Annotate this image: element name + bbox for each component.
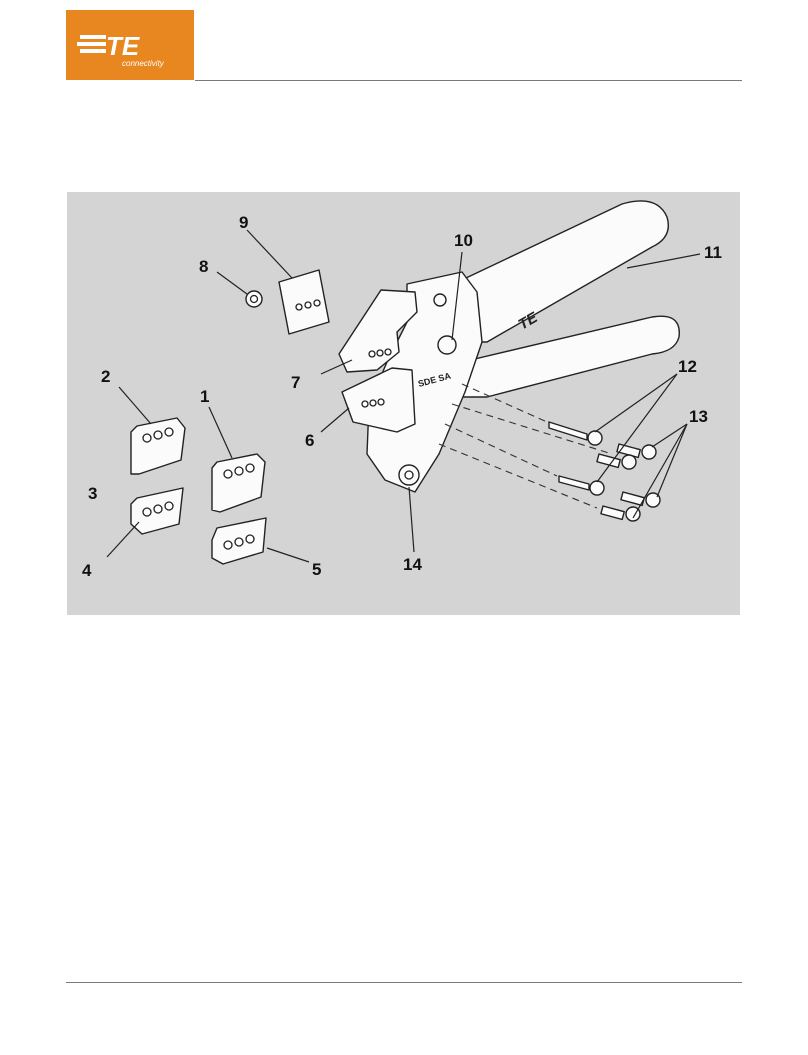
die-4-hole-3 bbox=[165, 502, 173, 510]
assembly-line-3 bbox=[445, 424, 557, 476]
ratchet-pawl bbox=[438, 336, 456, 354]
callout-13: 13 bbox=[689, 407, 708, 426]
callout-10: 10 bbox=[454, 231, 473, 250]
callout-12: 12 bbox=[678, 357, 697, 376]
die-2-hole-2 bbox=[154, 431, 162, 439]
die-2-hole-1 bbox=[143, 434, 151, 442]
leader-6 bbox=[321, 408, 349, 432]
callout-7: 7 bbox=[291, 373, 300, 392]
screw-lower bbox=[559, 476, 604, 495]
assembly-line-4 bbox=[439, 444, 597, 508]
leader-4 bbox=[107, 522, 139, 557]
exploded-parts-figure: TE SDE SA bbox=[67, 192, 740, 615]
nut-bore bbox=[251, 296, 258, 303]
callout-8: 8 bbox=[199, 257, 208, 276]
die-holder-hole-1 bbox=[296, 304, 302, 310]
leader-12a bbox=[595, 374, 677, 432]
logo-text: TE bbox=[106, 31, 140, 61]
die-1-hole-1 bbox=[224, 470, 232, 478]
leader-5 bbox=[267, 548, 309, 562]
logo-tagline: connectivity bbox=[122, 59, 165, 68]
upper-jaw-hole-2 bbox=[377, 350, 383, 356]
footer-rule bbox=[66, 982, 742, 983]
leader-13c bbox=[633, 424, 687, 518]
callout-3: 3 bbox=[88, 484, 97, 503]
upper-jaw-hole-3 bbox=[385, 349, 391, 355]
die-1-hole-2 bbox=[235, 467, 243, 475]
die-4-hole-1 bbox=[143, 508, 151, 516]
die-1-hole-3 bbox=[246, 464, 254, 472]
callout-14: 14 bbox=[403, 555, 422, 574]
leader-2 bbox=[119, 387, 151, 424]
die-holder bbox=[279, 270, 329, 334]
die-holder-hole-3 bbox=[314, 300, 320, 306]
die-5-hole-2 bbox=[235, 538, 243, 546]
callout-2: 2 bbox=[101, 367, 110, 386]
leader-8 bbox=[217, 272, 247, 294]
leader-11 bbox=[627, 254, 700, 268]
callout-11: 11 bbox=[704, 243, 722, 262]
adjustment-wheel-hub bbox=[405, 471, 413, 479]
pin-4 bbox=[601, 506, 640, 521]
die-1 bbox=[212, 454, 265, 512]
callout-1: 1 bbox=[200, 387, 209, 406]
assembly-line-2 bbox=[452, 404, 612, 454]
die-5-hole-3 bbox=[246, 535, 254, 543]
header-rule bbox=[195, 80, 742, 81]
te-connectivity-logo: TE connectivity bbox=[66, 10, 194, 80]
callout-6: 6 bbox=[305, 431, 314, 450]
callout-5: 5 bbox=[312, 560, 321, 579]
die-holder-hole-2 bbox=[305, 302, 311, 308]
logo-stripe-bottom bbox=[80, 49, 106, 53]
die-4-hole-2 bbox=[154, 505, 162, 513]
die-2-hole-3 bbox=[165, 428, 173, 436]
pivot-pin bbox=[434, 294, 446, 306]
logo-stripe-top bbox=[80, 35, 106, 39]
leader-1 bbox=[209, 407, 232, 458]
leader-12b bbox=[597, 374, 677, 482]
upper-jaw-hole-1 bbox=[369, 351, 375, 357]
lower-jaw-hole-1 bbox=[362, 401, 368, 407]
callout-4: 4 bbox=[82, 561, 92, 580]
callout-9: 9 bbox=[239, 213, 248, 232]
lower-jaw-hole-2 bbox=[370, 400, 376, 406]
logo-stripe-mid bbox=[77, 42, 106, 46]
lower-jaw-hole-3 bbox=[378, 399, 384, 405]
leader-13b bbox=[657, 424, 687, 497]
leader-9 bbox=[247, 230, 292, 278]
die-5-hole-1 bbox=[224, 541, 232, 549]
leader-14 bbox=[409, 487, 414, 552]
die-2 bbox=[131, 418, 185, 474]
screw-upper bbox=[549, 422, 602, 445]
